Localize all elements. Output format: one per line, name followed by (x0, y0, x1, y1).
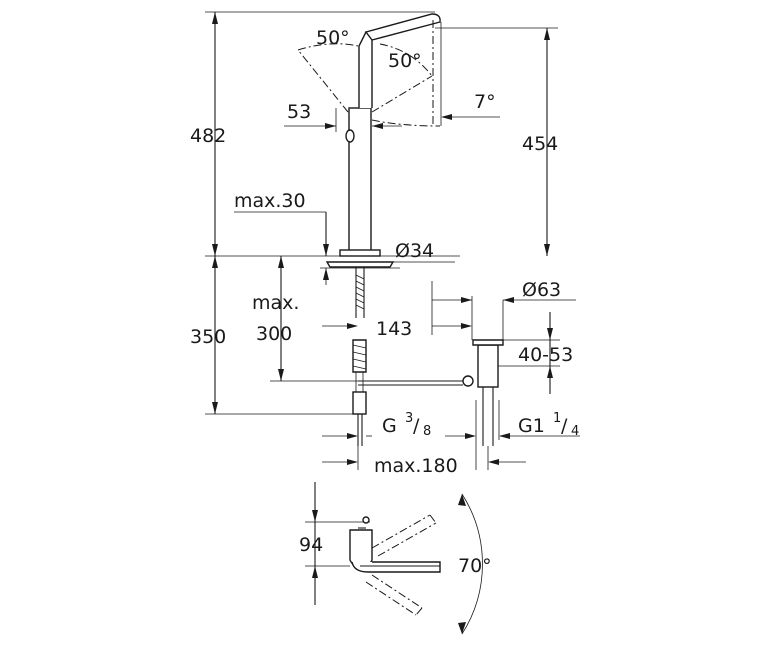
drain-body (477, 344, 499, 388)
arrow-g38-right (465, 433, 476, 439)
rotation-arc-70 (461, 493, 483, 635)
faucet-elevation (325, 13, 504, 446)
supply-hose-bottom-fitting (352, 391, 367, 415)
faucet-body (348, 107, 372, 255)
arrow-180-left (347, 459, 358, 465)
arrow-g114 (499, 433, 510, 439)
arrow-482-bottom (212, 244, 218, 256)
plan-lever-ghost-down (365, 574, 423, 616)
label-lever-depth: 94 (299, 534, 323, 556)
arrow-53-left (325, 123, 336, 129)
label-thread-g: G (382, 415, 397, 437)
arrow-40-53-top (547, 328, 553, 340)
arrow-40-53-bottom (547, 366, 553, 378)
label-thread-g1-den: 4 (571, 424, 579, 439)
lever-knob (345, 129, 355, 143)
arrow-94-top (312, 510, 318, 522)
label-thread-g-slash: / (413, 415, 420, 437)
arrow-70-bottom (458, 622, 466, 634)
label-total-height: 482 (190, 125, 226, 147)
arrow-d63 (503, 297, 514, 303)
arrow-180-right (488, 459, 499, 465)
plan-lever-ghost-up (371, 514, 437, 557)
label-angle-lever: 50° (388, 50, 422, 72)
arrow-482-top (212, 12, 218, 24)
supply-hose-top-fitting (352, 339, 367, 373)
lever-swing-line-right (371, 75, 433, 113)
arrow-350-bottom (212, 402, 218, 414)
arrow-max30 (323, 244, 329, 256)
arrow-53-right (372, 123, 383, 129)
tilt-arc (371, 119, 441, 127)
drain-top (472, 339, 504, 346)
dimension-labels: 482 454 50° 50° 7° 53 max.30 Ø34 350 max… (190, 27, 579, 577)
faucet-spout-stem (358, 31, 373, 108)
label-max300-line1: max. (252, 292, 299, 314)
arrow-350-top (212, 256, 218, 268)
label-below-height: 350 (190, 326, 226, 348)
faucet-plan-view (305, 482, 483, 635)
rod-thread-marks (355, 274, 365, 310)
drain-pivot (462, 375, 474, 387)
plan-lever (351, 561, 441, 573)
label-drain-diameter: Ø63 (522, 279, 561, 301)
label-angle-tilt: 7° (474, 91, 496, 113)
arrow-7deg (441, 114, 452, 120)
dimension-lines (205, 11, 580, 470)
label-thread-g-den: 8 (423, 424, 431, 439)
label-max-180: max.180 (374, 455, 458, 477)
label-rotation-angle: 70° (458, 555, 492, 577)
arrow-143-right (461, 323, 472, 329)
arrow-max300-bottom (278, 369, 284, 381)
arrow-max300-top (278, 256, 284, 268)
label-max-thickness: max.30 (234, 190, 306, 212)
label-base-diameter: Ø34 (395, 240, 434, 262)
lever-swing-line-left (297, 49, 349, 113)
arrow-70-top (458, 494, 466, 506)
faucet-spout-head (364, 13, 441, 41)
arrow-g38-left (347, 433, 358, 439)
label-thread-g-num: 3 (405, 411, 413, 426)
label-angle-spout: 50° (316, 27, 350, 49)
arrow-454-bottom (544, 244, 550, 256)
motion-arcs (297, 20, 442, 127)
label-thread-g1-num: 1 (553, 411, 561, 426)
label-spout-height: 454 (522, 133, 558, 155)
arrow-94-bottom (312, 566, 318, 578)
label-thread-g1-slash: / (561, 415, 568, 437)
plan-body (349, 529, 373, 568)
arrow-454-top (544, 28, 550, 40)
label-thread-g1: G1 (518, 415, 545, 437)
faucet-base-flange (325, 261, 395, 268)
faucet-base-plate (339, 249, 381, 257)
arrow-143-left (347, 323, 358, 329)
label-max300-line2: 300 (256, 323, 292, 345)
lever-swing-arc-right (379, 43, 433, 77)
lever-swing-arc-left (297, 43, 359, 51)
label-reach-143: 143 (376, 318, 412, 340)
plan-pivot-dot (362, 516, 370, 524)
label-offset-53: 53 (287, 101, 311, 123)
arrow-143-aux (461, 297, 472, 303)
hose-marks-a (352, 344, 367, 370)
label-drain-range: 40-53 (518, 344, 573, 366)
